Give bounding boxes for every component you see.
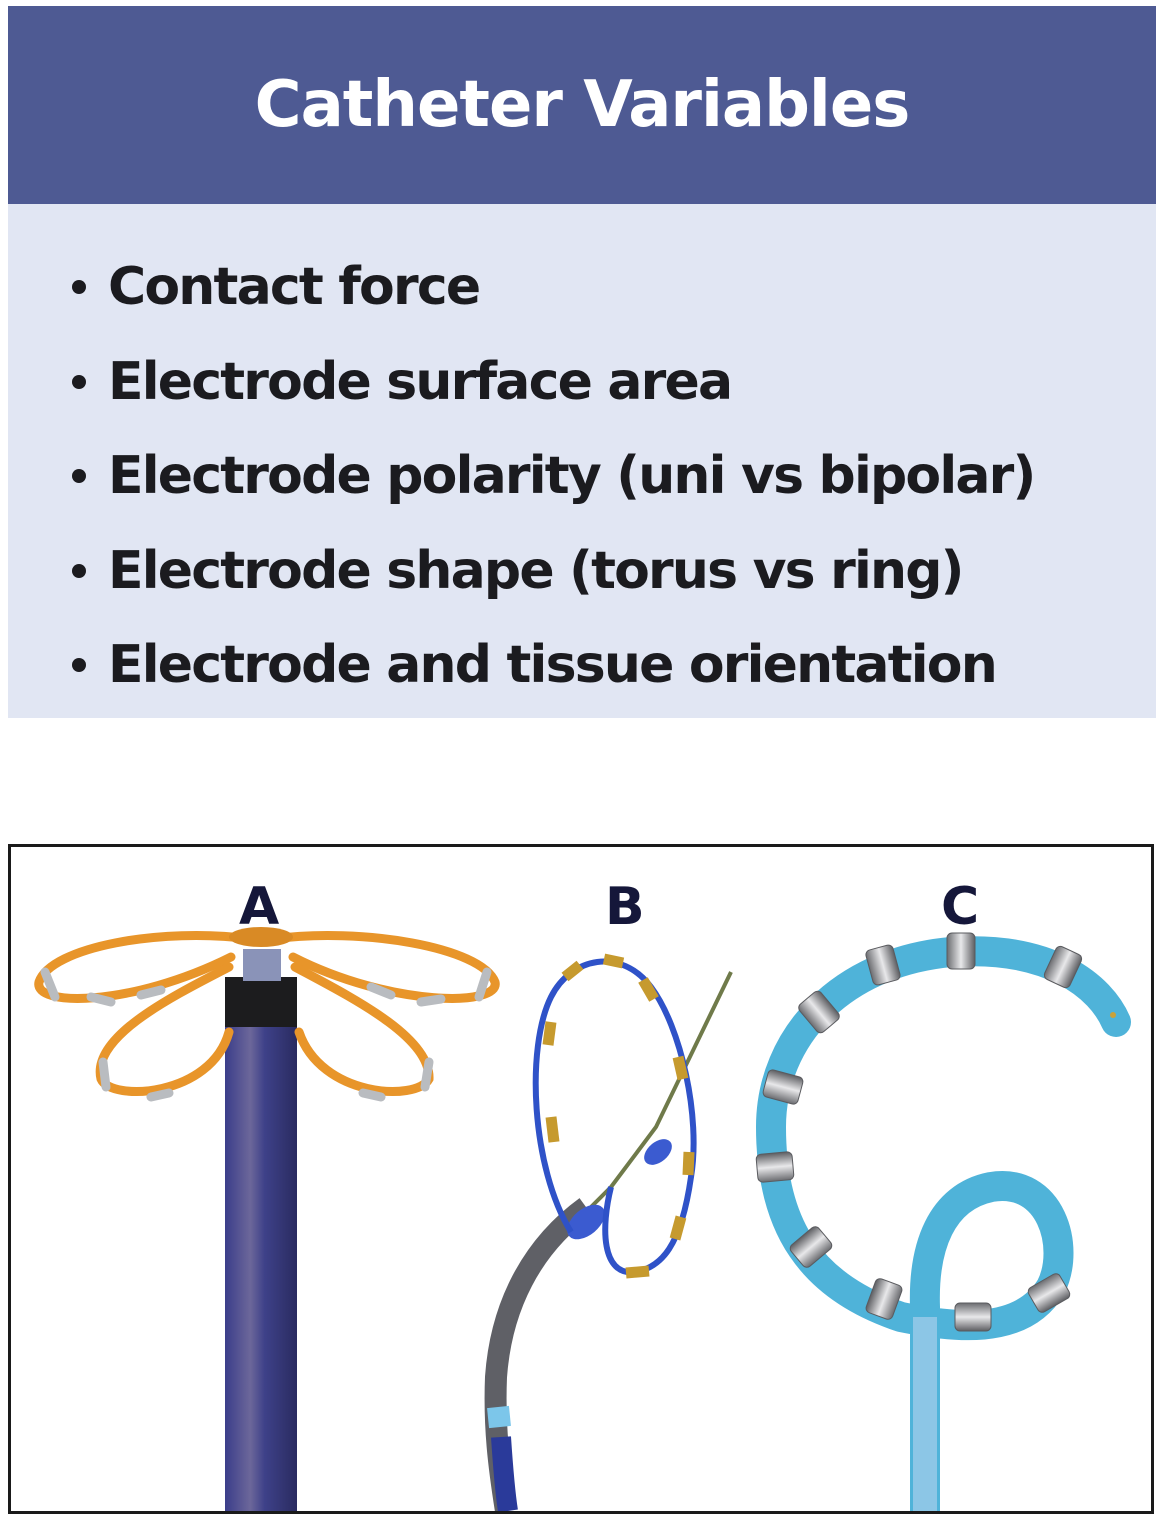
electrode — [136, 985, 166, 1000]
list-item-label: Electrode and tissue orientation — [108, 635, 998, 696]
electrode — [358, 1088, 386, 1102]
list-item: Electrode and tissue orientation — [70, 618, 1034, 713]
catheter-illustrations — [34, 927, 1131, 1511]
catheter-a-loop — [34, 931, 256, 1003]
catheter-b-sheath — [567, 1204, 605, 1240]
panel-label-c: C — [941, 877, 980, 937]
electrode — [146, 1088, 174, 1102]
panel-label-a: A — [239, 877, 280, 937]
electrode — [416, 994, 446, 1007]
variables-panel: Contact force Electrode surface area Ele… — [8, 204, 1156, 718]
electrode — [669, 1215, 687, 1241]
electrode — [542, 1021, 557, 1046]
catheter-c-tip — [1110, 1012, 1116, 1018]
electrode — [789, 1226, 833, 1268]
electrode — [602, 953, 625, 969]
electrode — [672, 1055, 689, 1081]
catheter-a-core — [243, 949, 281, 981]
panel-label-b: B — [605, 877, 645, 937]
list-item-label: Electrode shape (torus vs ring) — [108, 540, 964, 601]
catheter-a-shaft — [225, 989, 297, 1511]
catheter-figure: A B C — [8, 844, 1154, 1514]
list-item-label: Electrode surface area — [108, 351, 733, 412]
electrode — [1027, 1273, 1071, 1313]
electrode — [366, 982, 396, 1000]
electrode — [420, 1057, 434, 1092]
catheter-b-electrodes — [542, 953, 695, 1279]
bullet-icon — [72, 658, 86, 673]
bullet-icon — [72, 280, 86, 295]
list-item-label: Electrode polarity (uni vs bipolar) — [108, 446, 1036, 507]
electrode — [561, 960, 584, 982]
electrode — [682, 1151, 695, 1176]
electrode — [865, 1278, 903, 1320]
electrode — [545, 1116, 560, 1143]
catheter-a-collar — [225, 977, 297, 1027]
electrode — [798, 990, 840, 1034]
variables-list: Contact force Electrode surface area Ele… — [70, 240, 1036, 713]
list-item: Electrode surface area — [70, 335, 1034, 430]
list-item: Electrode shape (torus vs ring) — [70, 524, 1034, 619]
catheter-c-electrodes — [755, 932, 1083, 1332]
list-item: Contact force — [70, 240, 1034, 335]
electrode — [755, 1151, 795, 1183]
catheter-b-tip — [644, 1139, 672, 1165]
electrode — [762, 1069, 804, 1105]
bullet-icon — [72, 563, 86, 578]
catheter-a — [34, 927, 500, 1511]
electrode — [86, 992, 116, 1007]
catheter-b — [484, 953, 733, 1511]
electrode — [638, 977, 659, 1002]
electrode — [474, 967, 492, 1002]
catheter-c-body — [755, 936, 1131, 1511]
electrode — [946, 932, 976, 970]
list-item-label: Contact force — [108, 257, 481, 318]
title-banner: Catheter Variables — [8, 6, 1156, 204]
electrode — [1043, 945, 1083, 989]
electrode — [625, 1265, 650, 1279]
catheter-b-band — [487, 1405, 511, 1429]
electrode — [954, 1302, 992, 1332]
catheter-c — [755, 932, 1131, 1511]
catheter-a-hub — [229, 927, 293, 947]
bullet-icon — [72, 469, 86, 484]
catheter-b-distal-shaft — [491, 1436, 518, 1511]
bullet-icon — [72, 374, 86, 389]
electrode — [98, 1057, 111, 1092]
electrode — [865, 944, 901, 986]
catheter-a-loops — [34, 931, 500, 1102]
catheter-b-guidewire — [569, 971, 733, 1229]
page-title: Catheter Variables — [254, 68, 911, 142]
list-item: Electrode polarity (uni vs bipolar) — [70, 429, 1036, 524]
electrode — [40, 967, 60, 1002]
